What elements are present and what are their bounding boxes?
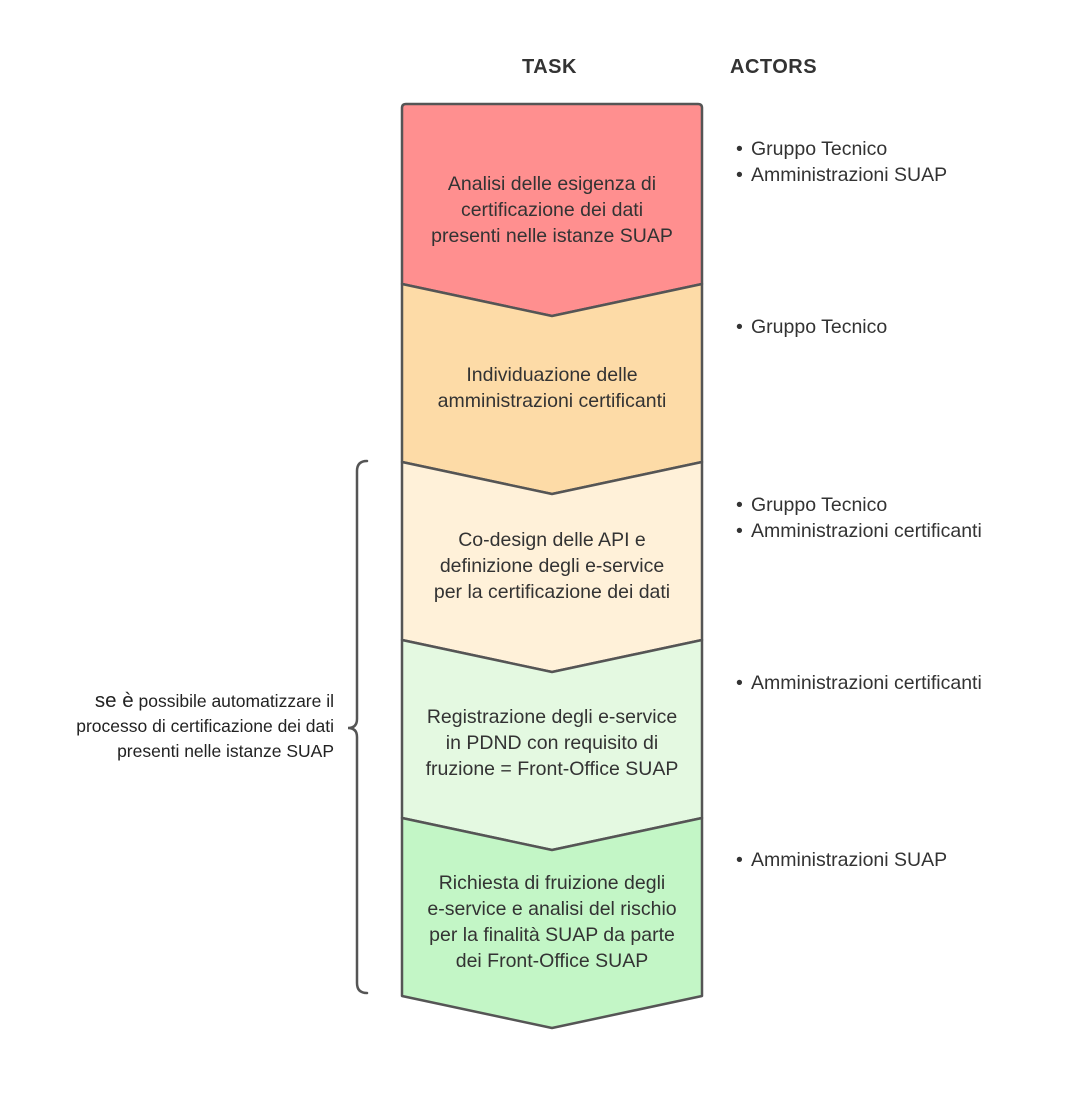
step-5-actors: Amministrazioni SUAP — [736, 847, 947, 873]
annotation-prefix: se è — [94, 689, 134, 712]
actor-item: Amministrazioni certificanti — [736, 518, 982, 544]
actors-column-header: ACTORS — [730, 56, 818, 78]
actor-item: Amministrazioni SUAP — [736, 162, 947, 188]
bracket-annotation: se è possibile automatizzare il processo… — [20, 688, 334, 764]
step-4-actors: Amministrazioni certificanti — [736, 670, 982, 696]
step-2-actors: Gruppo Tecnico — [736, 314, 887, 340]
actor-item: Gruppo Tecnico — [736, 136, 947, 162]
actor-item: Amministrazioni SUAP — [736, 847, 947, 873]
step-5-chevron — [400, 816, 704, 1030]
annotation-line-1: possibile automatizzare il — [133, 691, 334, 711]
bracket — [347, 459, 369, 995]
annotation-line-3: presenti nelle istanze SUAP — [117, 741, 334, 761]
actor-item: Amministrazioni certificanti — [736, 670, 982, 696]
actor-item: Gruppo Tecnico — [736, 492, 982, 518]
step-3-actors: Gruppo Tecnico Amministrazioni certifica… — [736, 492, 982, 544]
annotation-line-2: processo di certificazione dei dati — [76, 716, 334, 736]
task-column-header: TASK — [522, 56, 577, 78]
actor-item: Gruppo Tecnico — [736, 314, 887, 340]
step-1-actors: Gruppo Tecnico Amministrazioni SUAP — [736, 136, 947, 188]
